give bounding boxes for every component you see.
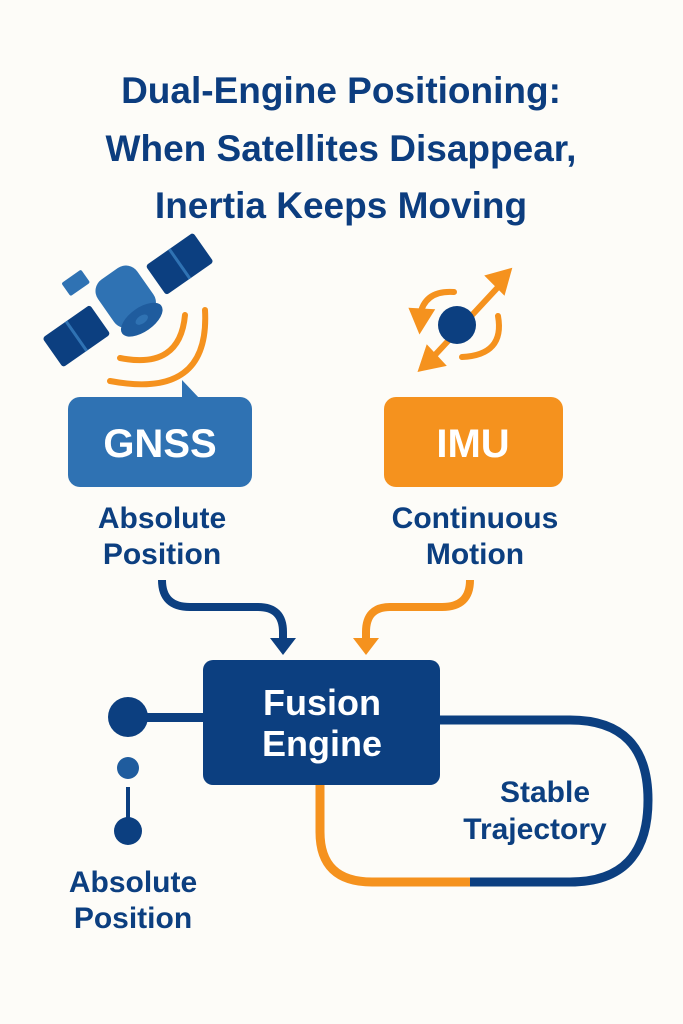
imu-arrow bbox=[353, 579, 474, 655]
output-left-2: Position bbox=[74, 902, 192, 935]
satellite-icon bbox=[43, 233, 213, 388]
trajectory-loop bbox=[315, 715, 653, 887]
fusion-line-1: Fusion bbox=[263, 682, 381, 723]
imu-label: IMU bbox=[436, 422, 509, 466]
title-line-1: Dual-Engine Positioning: bbox=[121, 70, 561, 111]
title-line-2: When Satellites Disappear, bbox=[106, 128, 577, 169]
title: Dual-Engine Positioning: When Satellites… bbox=[106, 70, 577, 226]
imu-caption-1: Continuous bbox=[392, 502, 559, 535]
fusion-engine-box: Fusion Engine bbox=[203, 660, 440, 785]
gnss-caption-2: Position bbox=[103, 538, 221, 571]
rotation-motion-icon bbox=[408, 267, 513, 373]
left-connector bbox=[108, 697, 210, 845]
gnss-caption-1: Absolute bbox=[98, 502, 226, 535]
title-line-3: Inertia Keeps Moving bbox=[155, 185, 527, 226]
gnss-box: GNSS bbox=[68, 380, 252, 487]
output-left-1: Absolute bbox=[69, 866, 197, 899]
output-right-2: Trajectory bbox=[463, 813, 607, 846]
gnss-arrow bbox=[158, 579, 296, 655]
gnss-label: GNSS bbox=[103, 422, 216, 466]
imu-box: IMU bbox=[384, 397, 563, 487]
output-right-1: Stable bbox=[500, 776, 590, 809]
imu-caption-2: Motion bbox=[426, 538, 524, 571]
fusion-line-2: Engine bbox=[262, 723, 382, 764]
